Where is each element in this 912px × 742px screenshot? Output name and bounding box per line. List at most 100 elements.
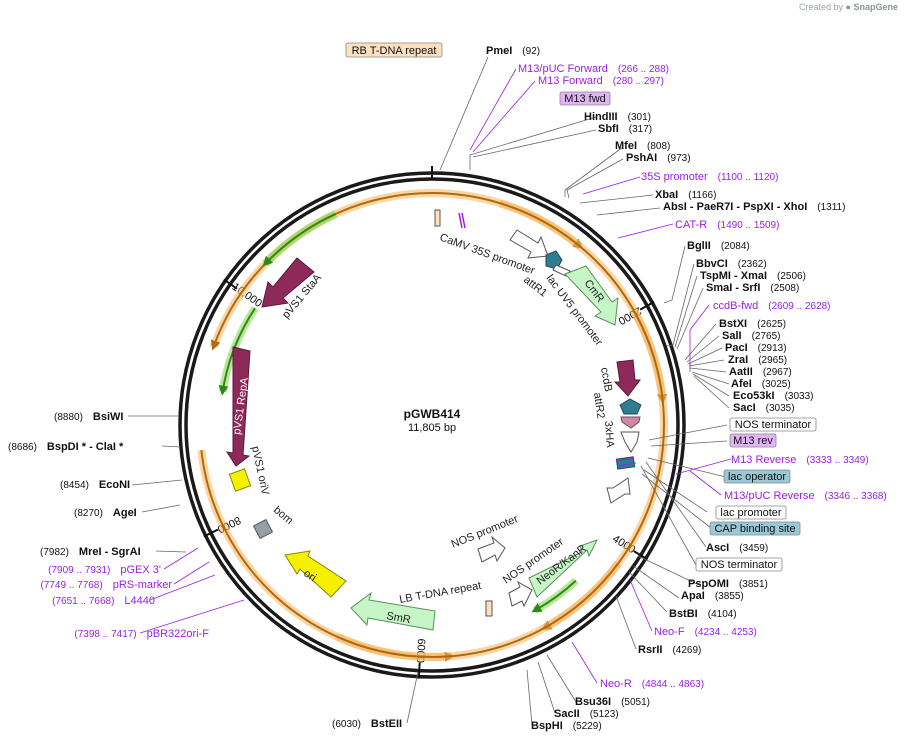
- site-name[interactable]: ZraI: [728, 354, 748, 366]
- site-name[interactable]: PspOMI: [688, 578, 729, 590]
- site-name[interactable]: BsiWI: [93, 411, 124, 423]
- site-label[interactable]: (8270)AgeI: [74, 507, 137, 519]
- site-label[interactable]: SmaI - SrfI(2508): [706, 282, 799, 294]
- site-name[interactable]: SbfI: [598, 123, 619, 135]
- site-label[interactable]: AfeI(3025): [731, 378, 791, 390]
- site-label[interactable]: ZraI(2965): [728, 354, 787, 366]
- site-name[interactable]: PacI: [725, 342, 748, 354]
- site-name[interactable]: BstBI: [669, 608, 698, 620]
- primer-label[interactable]: (7398 .. 7417)pBR322ori-F: [74, 628, 209, 640]
- site-name[interactable]: XbaI: [655, 189, 678, 201]
- primer-label[interactable]: CAT-R(1490 .. 1509): [675, 219, 779, 231]
- primer-name[interactable]: pGEX 3': [120, 564, 161, 576]
- primer-label[interactable]: M13 Reverse(3333 .. 3349): [731, 454, 869, 466]
- site-name[interactable]: MfeI: [615, 140, 637, 152]
- site-label[interactable]: AbsI - PaeR7I - PspXI - XhoI(1311): [663, 201, 845, 213]
- nos-promoter-arrow-1[interactable]: [477, 535, 506, 563]
- primer-name[interactable]: pBR322ori-F: [147, 628, 210, 640]
- primer-name[interactable]: CAT-R: [675, 219, 707, 231]
- primer-name[interactable]: pRS-marker: [113, 579, 173, 591]
- primer-label[interactable]: Neo-R(4844 .. 4863): [600, 678, 704, 690]
- primer-label[interactable]: M13/pUC Forward(266 .. 288): [518, 63, 669, 75]
- site-label[interactable]: BbvCI(2362): [696, 258, 767, 270]
- site-label[interactable]: HindIII(301): [584, 111, 651, 123]
- site-label[interactable]: (8880)BsiWI: [54, 411, 123, 423]
- lac-promoter-arrow[interactable]: [606, 477, 631, 504]
- primer-name[interactable]: 35S promoter: [641, 171, 708, 183]
- rb-tdna-repeat-bar[interactable]: [434, 209, 441, 227]
- site-name[interactable]: BglII: [687, 240, 711, 252]
- nos-promoter-arrow-2[interactable]: [508, 580, 533, 608]
- site-name[interactable]: AgeI: [113, 507, 137, 519]
- site-label[interactable]: SalI(2765): [722, 330, 780, 342]
- primer-name[interactable]: M13/pUC Reverse: [724, 490, 814, 502]
- lb-tdna-repeat-box[interactable]: [485, 600, 493, 617]
- site-name[interactable]: EcoNI: [99, 479, 130, 491]
- site-name[interactable]: BbvCI: [696, 258, 728, 270]
- site-name[interactable]: AatII: [729, 366, 753, 378]
- orf-arc[interactable]: [531, 579, 577, 613]
- bom-box[interactable]: [252, 518, 274, 540]
- site-label[interactable]: (8686)BspDI * - ClaI *: [8, 441, 124, 453]
- site-label[interactable]: BglII(2084): [687, 240, 750, 252]
- primer-label[interactable]: (7909 .. 7931)pGEX 3': [48, 564, 161, 576]
- site-label[interactable]: MfeI(808): [615, 140, 670, 152]
- site-label[interactable]: TspMI - XmaI(2506): [700, 270, 806, 282]
- primer-label[interactable]: M13/pUC Reverse(3346 .. 3368): [724, 490, 887, 502]
- primer-name[interactable]: Neo-R: [600, 678, 632, 690]
- site-name[interactable]: Bsu36I: [575, 696, 611, 708]
- ccdb-arrow[interactable]: [613, 359, 641, 397]
- site-name[interactable]: SalI: [722, 330, 742, 342]
- ori-arrow[interactable]: [284, 550, 347, 598]
- attr2-shape[interactable]: [619, 398, 642, 415]
- 3xha-shape[interactable]: [620, 416, 641, 429]
- camv35s-promoter-arrow[interactable]: [509, 229, 549, 259]
- primer-label[interactable]: ccdB-fwd(2609 .. 2628): [713, 300, 831, 312]
- primer-label[interactable]: 35S promoter(1100 .. 1120): [641, 171, 778, 183]
- site-label[interactable]: Bsu36I(5051): [575, 696, 650, 708]
- attr1-shape[interactable]: [545, 250, 563, 270]
- pvs1-repa-arrow[interactable]: [225, 346, 251, 467]
- site-label[interactable]: ApaI(3855): [681, 590, 744, 602]
- site-label[interactable]: BstBI(4104): [669, 608, 737, 620]
- site-label[interactable]: SacI(3035): [733, 402, 795, 414]
- site-label[interactable]: PmeI(92): [486, 45, 540, 57]
- primer-name[interactable]: ccdB-fwd: [713, 300, 758, 312]
- primer-label[interactable]: M13 Forward(280 .. 297): [538, 75, 664, 87]
- primer-label[interactable]: Neo-F(4234 .. 4253): [654, 626, 757, 638]
- site-label[interactable]: (7982)MreI - SgrAI: [40, 546, 141, 558]
- site-label[interactable]: PspOMI(3851): [688, 578, 768, 590]
- site-label[interactable]: (8454)EcoNI: [60, 479, 130, 491]
- neor-kanr-arrow[interactable]: [528, 539, 599, 598]
- site-name[interactable]: AbsI - PaeR7I - PspXI - XhoI: [663, 201, 807, 213]
- site-name[interactable]: SmaI - SrfI: [706, 282, 760, 294]
- site-name[interactable]: SacI: [733, 402, 756, 414]
- site-label[interactable]: BstXI(2625): [719, 318, 786, 330]
- site-name[interactable]: Eco53kI: [733, 390, 775, 402]
- site-label[interactable]: AatII(2967): [729, 366, 792, 378]
- primer-name[interactable]: M13/pUC Forward: [518, 63, 608, 75]
- site-label[interactable]: PacI(2913): [725, 342, 787, 354]
- primer-name[interactable]: M13 Reverse: [731, 454, 796, 466]
- site-name[interactable]: PmeI: [486, 45, 512, 57]
- site-name[interactable]: HindIII: [584, 111, 618, 123]
- site-name[interactable]: SacII: [554, 708, 580, 720]
- site-label[interactable]: Eco53kI(3033): [733, 390, 814, 402]
- site-name[interactable]: PshAI: [626, 152, 657, 164]
- cmr-arrow[interactable]: [564, 265, 619, 326]
- site-label[interactable]: RsrII(4269): [638, 644, 701, 656]
- site-name[interactable]: MreI - SgrAI: [79, 546, 141, 558]
- primer-name[interactable]: M13 Forward: [538, 75, 603, 87]
- site-label[interactable]: AscI(3459): [706, 542, 768, 554]
- primer-label[interactable]: (7749 .. 7768)pRS-marker: [40, 579, 172, 591]
- smr-arrow[interactable]: [350, 591, 436, 631]
- site-name[interactable]: AscI: [706, 542, 729, 554]
- site-name[interactable]: ApaI: [681, 590, 705, 602]
- orf-arc[interactable]: [200, 192, 665, 658]
- nos-terminator-shape[interactable]: [620, 431, 640, 453]
- site-label[interactable]: (6030)BstEII: [332, 718, 402, 730]
- site-name[interactable]: BstXI: [719, 318, 747, 330]
- site-name[interactable]: BstEII: [371, 718, 402, 730]
- site-name[interactable]: BspDI * - ClaI *: [47, 441, 124, 453]
- site-name[interactable]: TspMI - XmaI: [700, 270, 767, 282]
